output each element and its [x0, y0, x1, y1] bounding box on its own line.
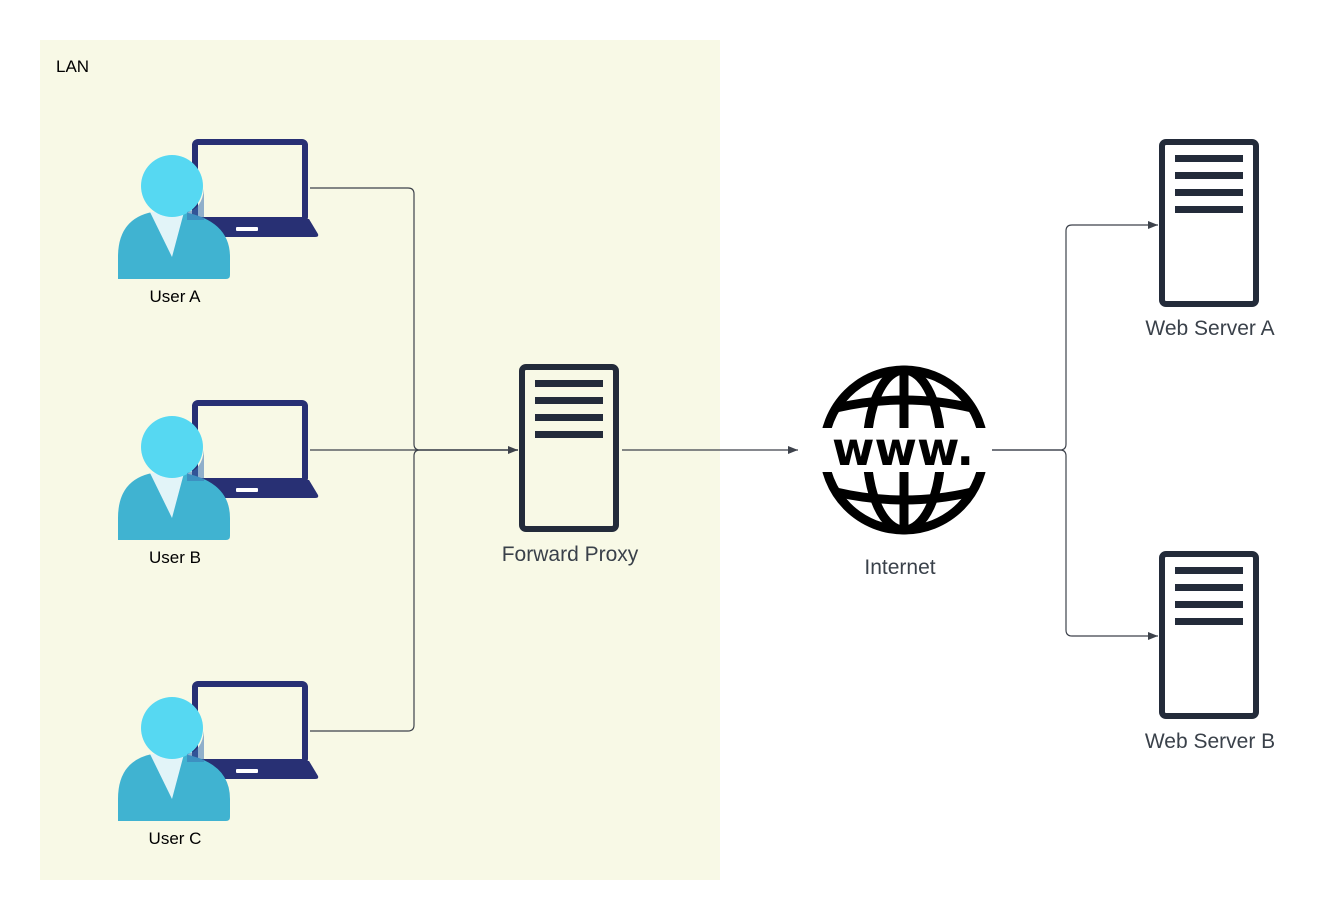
forward-proxy-label: Forward Proxy [501, 543, 639, 566]
user-b-label: User B [149, 548, 201, 567]
web-server-a-label: Web Server A [1145, 317, 1275, 340]
internet-label: Internet [864, 556, 936, 579]
user-laptop-icon [118, 403, 318, 540]
connector-user-a [310, 187, 518, 451]
www-text: www. [832, 422, 974, 476]
user-laptop-icon [118, 684, 318, 821]
www-globe-icon: www. [816, 365, 992, 535]
web-server-b-icon [1162, 554, 1256, 716]
proxy-server-icon [522, 367, 616, 529]
web-server-a-icon [1162, 142, 1256, 304]
connector-internet-server-a [985, 221, 1158, 451]
connector-user-c [310, 449, 518, 732]
connector-internet-server-b [985, 449, 1158, 640]
user-c-label: User C [148, 829, 202, 848]
user-b-node [118, 403, 318, 540]
user-c-node [118, 684, 318, 821]
user-laptop-icon [118, 142, 318, 279]
user-a-node [118, 142, 318, 279]
user-a-label: User A [149, 287, 201, 306]
connectors [310, 187, 1158, 732]
lan-label: LAN [56, 57, 90, 76]
web-server-b-label: Web Server B [1144, 730, 1276, 753]
